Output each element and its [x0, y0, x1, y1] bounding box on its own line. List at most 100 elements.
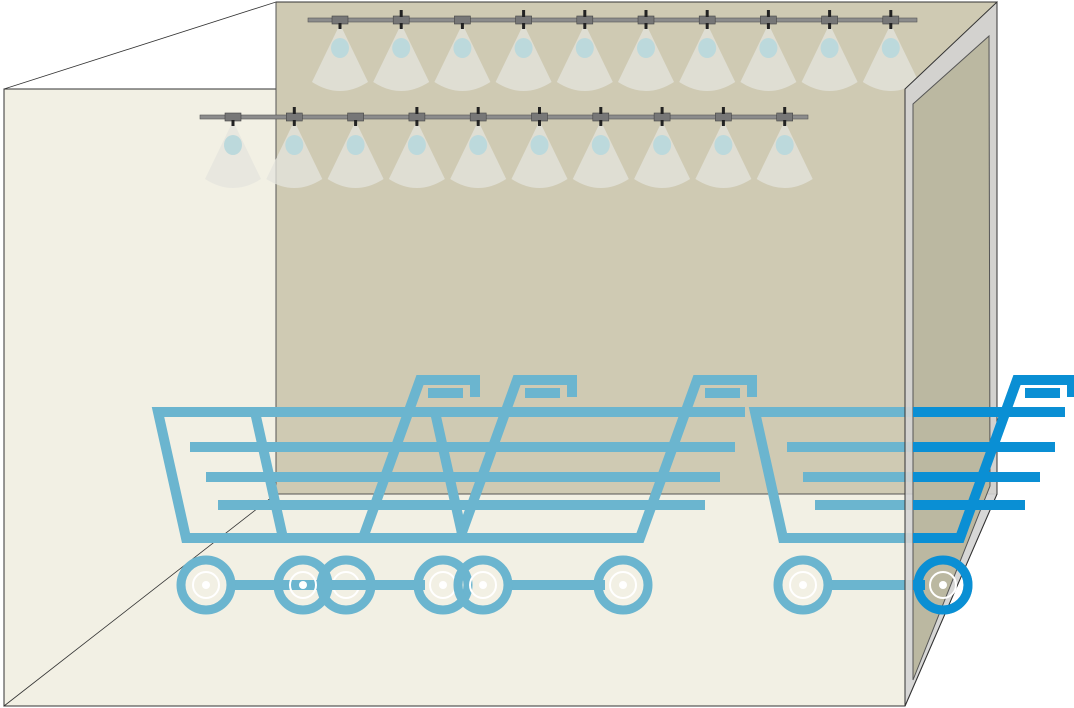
mist-cloud: [698, 38, 717, 58]
nozzle-fitting: [454, 15, 471, 25]
cart-wheel-ring: [609, 571, 637, 599]
mist-cloud: [453, 38, 472, 58]
nozzle-fitting: [653, 112, 671, 122]
nozzle-cap: [766, 10, 770, 17]
nozzle-cap: [599, 107, 603, 114]
cart-wheel-ring: [192, 571, 220, 599]
pipe: [199, 114, 809, 120]
spray-nozzle-pipes: [199, 10, 919, 188]
mist-cloud: [759, 38, 778, 58]
nozzle-tip: [399, 23, 403, 29]
nozzle-cap: [476, 107, 480, 114]
mist-cloud: [881, 38, 900, 58]
nozzle-tip: [538, 120, 541, 126]
nozzle-tip: [783, 120, 787, 126]
cart-wheel: [176, 555, 236, 615]
cart-wheel-hub: [939, 581, 947, 589]
nozzle-cap: [644, 10, 648, 17]
nozzle-tip: [766, 23, 770, 29]
nozzle-fitting: [347, 112, 364, 122]
cart-wheel: [413, 555, 473, 615]
cart-frame: [428, 375, 757, 543]
nozzle-fitting: [515, 15, 532, 25]
cart-wheel-ring: [789, 571, 817, 599]
mist-cloud: [392, 38, 411, 58]
nozzle-tip: [660, 120, 664, 126]
cart-wheel-hub: [619, 581, 627, 589]
nozzle-tip: [583, 23, 587, 29]
nozzle-fitting: [592, 112, 610, 122]
nozzle-tip: [705, 23, 709, 29]
nozzle-cap: [705, 10, 709, 17]
mist-cloud: [407, 135, 426, 155]
nozzle-cap: [889, 10, 893, 17]
mist-cloud: [591, 135, 610, 155]
nozzle-cap: [415, 107, 419, 114]
nozzle-fitting: [760, 15, 777, 25]
nozzle-tip: [522, 23, 526, 29]
nozzle-tip: [889, 23, 893, 29]
cart-frame: [913, 375, 1074, 543]
nozzle-tip: [460, 23, 464, 29]
nozzle-cap: [783, 107, 787, 114]
cart-wheel: [273, 555, 333, 615]
mist-cloud: [820, 38, 839, 58]
nozzle-cap: [721, 107, 725, 114]
shopping-cart-3: [428, 375, 757, 615]
nozzle-fitting: [698, 15, 716, 25]
mist-cloud: [775, 135, 794, 155]
mist-cloud: [530, 135, 549, 155]
nozzle-tip: [644, 23, 648, 29]
cart-wheel: [773, 555, 833, 615]
nozzle-fitting: [776, 112, 794, 122]
shopping-cart-at-door: [913, 375, 1074, 615]
nozzle-cap: [660, 107, 664, 114]
nozzle-cap: [583, 10, 587, 17]
nozzle-cap: [399, 10, 403, 17]
nozzle-fitting: [331, 15, 349, 25]
nozzle-fitting: [821, 15, 838, 25]
cart-wheel-hub: [799, 581, 807, 589]
cart-wheel-ring: [469, 571, 497, 599]
nozzle-tip: [338, 23, 342, 29]
nozzle-fitting: [531, 112, 548, 122]
mist-cloud: [575, 38, 594, 58]
nozzle-tip: [292, 120, 296, 126]
cart-wheel-ring: [289, 571, 317, 599]
mist-cloud: [346, 135, 365, 155]
nozzle-fitting: [469, 112, 487, 122]
nozzle-row-back-row: [307, 10, 919, 91]
shopping-cart-highlight: [913, 375, 1074, 615]
cart-wheel-ring: [929, 571, 957, 599]
nozzle-tip: [828, 23, 832, 29]
mist-cloud: [637, 38, 655, 58]
nozzle-tip: [599, 120, 603, 126]
nozzle-fitting: [637, 15, 655, 25]
nozzle-cap: [828, 10, 832, 17]
nozzle-fitting: [285, 112, 303, 122]
nozzle-cap: [522, 10, 526, 17]
nozzle-cap: [538, 107, 541, 114]
mist-cloud: [331, 38, 349, 58]
nozzle-tip: [721, 120, 725, 126]
nozzle-fitting: [408, 112, 426, 122]
nozzle-cap: [292, 107, 296, 114]
nozzle-fitting: [882, 15, 900, 25]
cart-wheel-hub: [299, 581, 307, 589]
cart-wheel: [913, 555, 973, 615]
mist-cloud: [514, 38, 533, 58]
cart-wheel-hub: [202, 581, 210, 589]
nozzle-tip: [354, 120, 358, 126]
mist-cloud: [285, 135, 304, 155]
nozzle-row-front-row: [199, 107, 813, 188]
cart-wheel: [593, 555, 653, 615]
cart-wheel-hub: [439, 581, 447, 589]
mist-cloud: [469, 135, 488, 155]
cart-highlight-group: [913, 375, 1074, 615]
nozzle-fitting: [224, 112, 242, 122]
nozzle-fitting: [576, 15, 594, 25]
mist-cloud: [224, 135, 242, 155]
nozzle-fitting: [715, 112, 732, 122]
nozzle-tip: [231, 120, 235, 126]
